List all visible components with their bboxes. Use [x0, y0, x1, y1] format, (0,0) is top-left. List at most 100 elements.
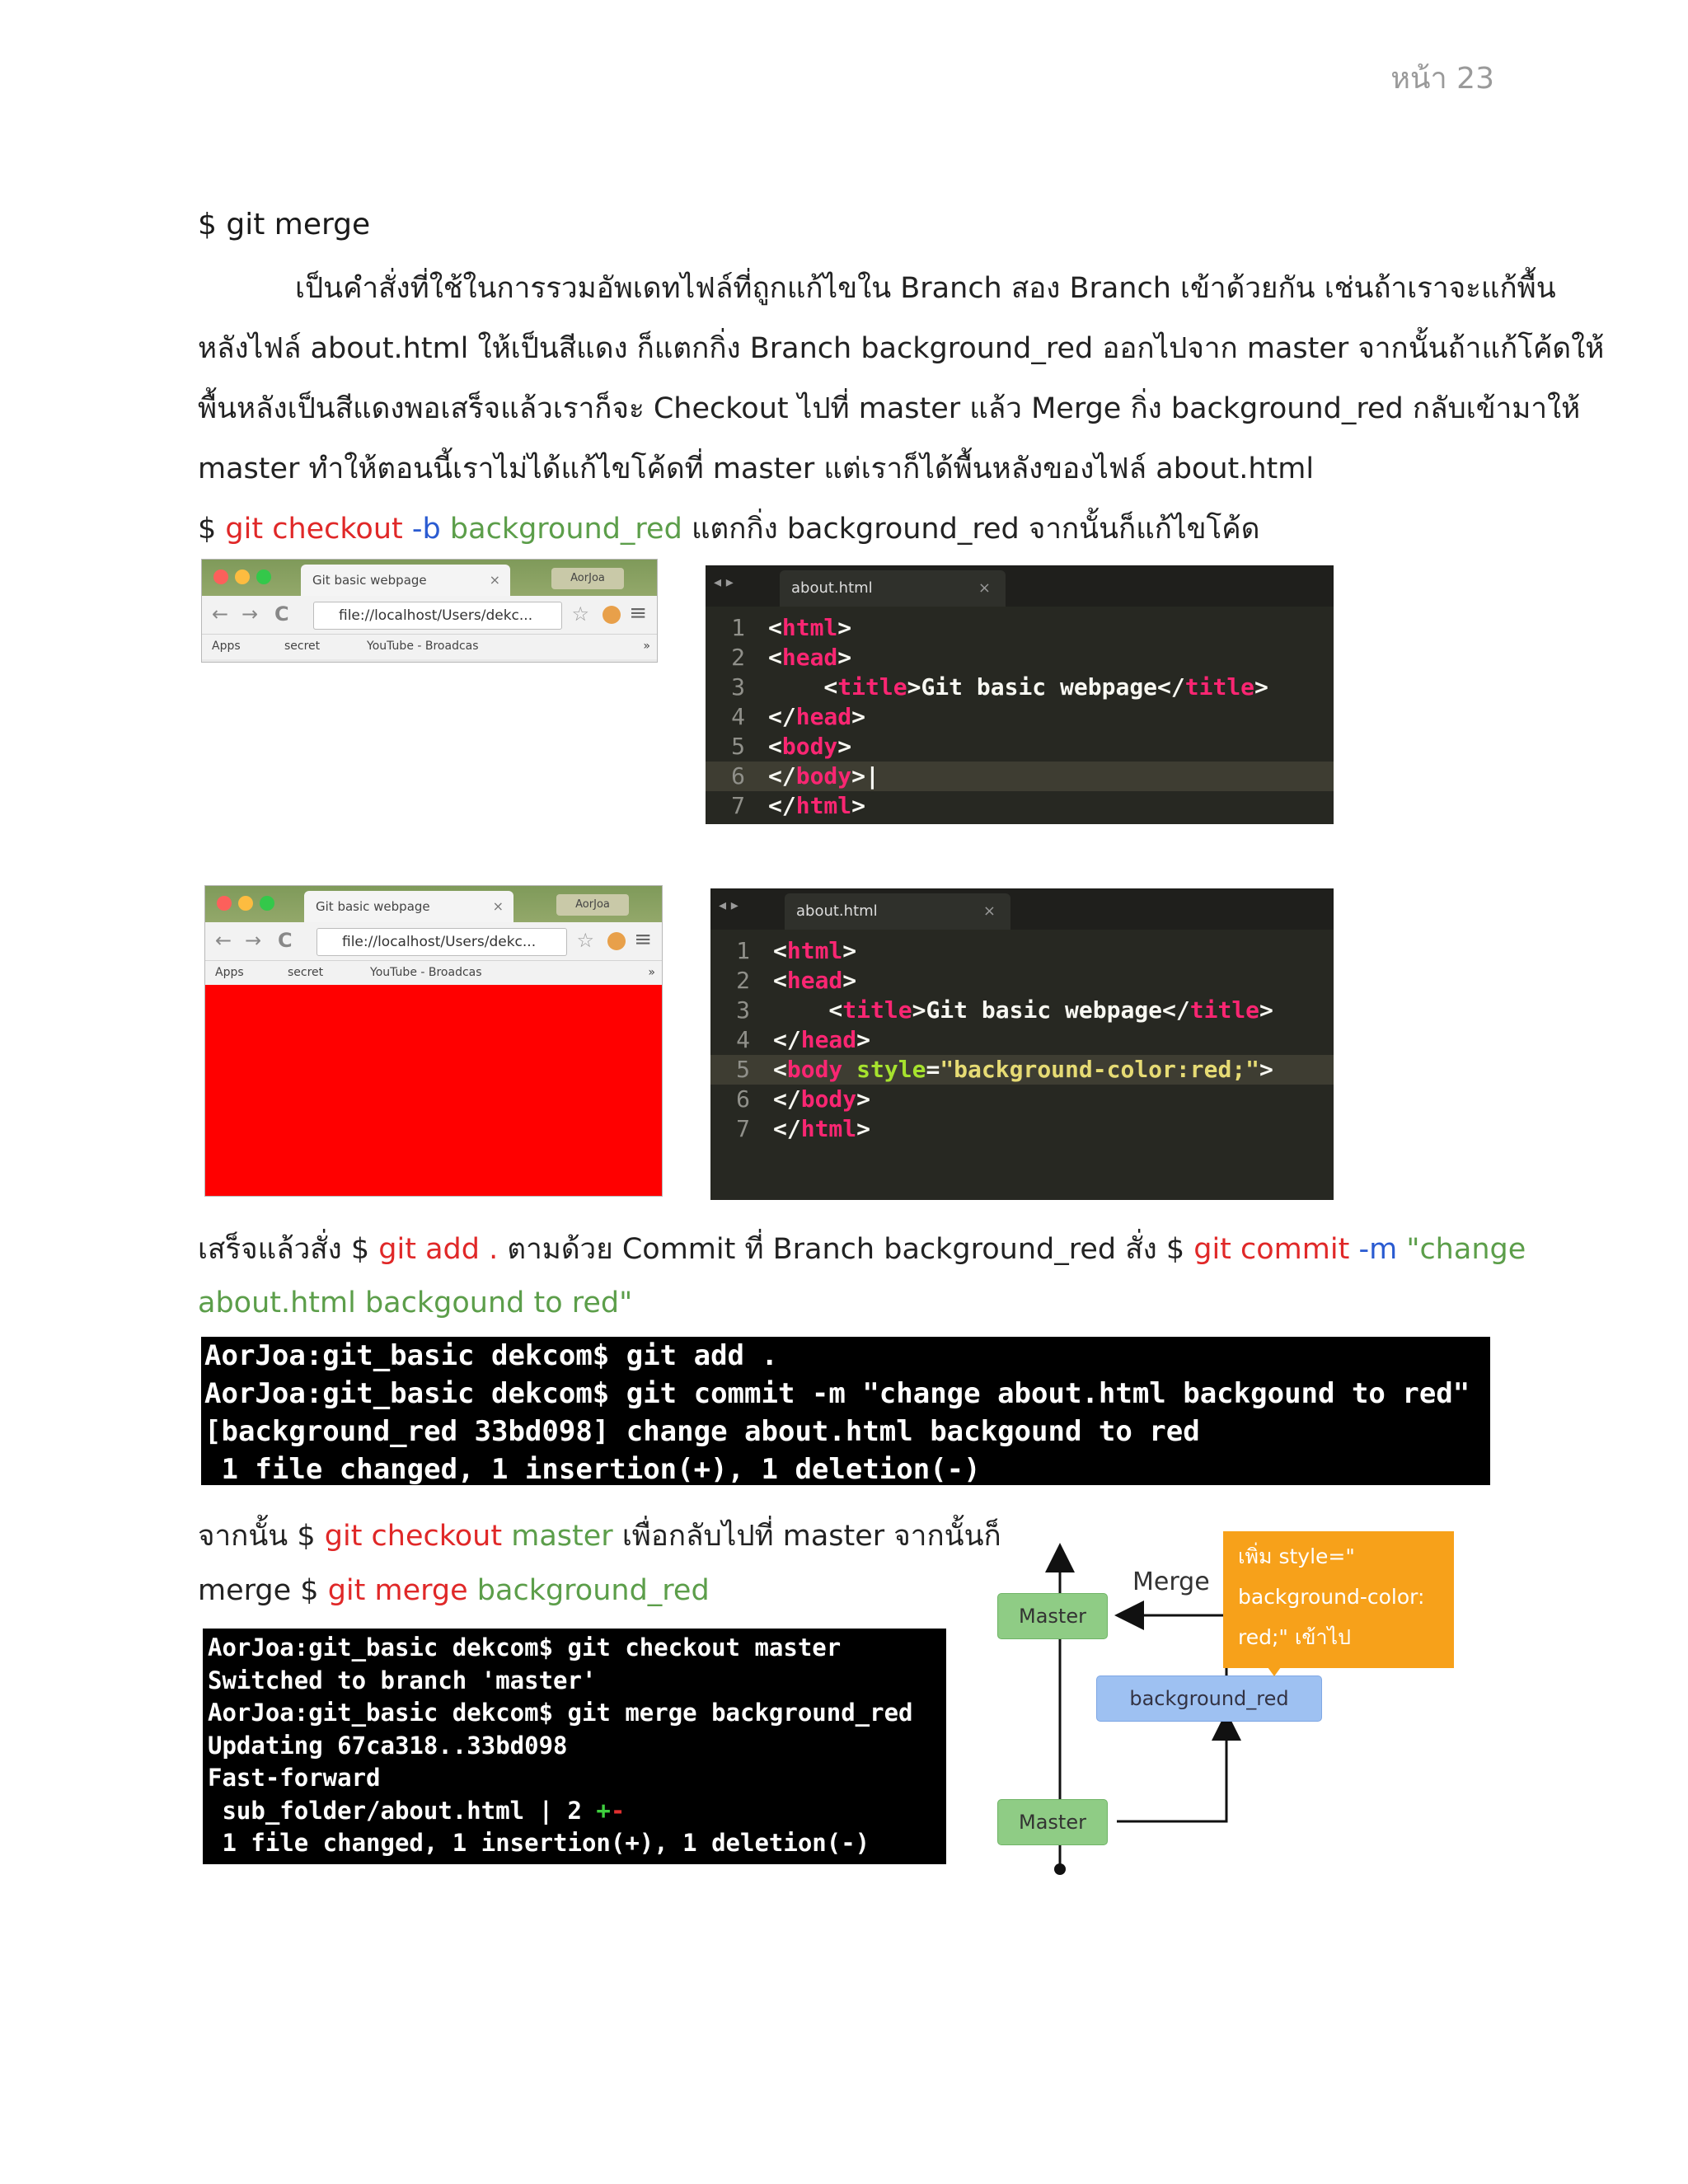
terminal-text: [background_red 33bd098] change about.ht… [204, 1415, 1200, 1448]
code-token: title [837, 673, 907, 701]
tab-nav-arrows-icon[interactable]: ◂ ▸ [719, 897, 738, 914]
terminal-line: [background_red 33bd098] change about.ht… [204, 1413, 1490, 1451]
menu-icon[interactable]: ≡ [634, 927, 652, 952]
editor-tab-filename: about.html [791, 579, 873, 597]
editor-tab-close-icon[interactable]: × [978, 579, 991, 597]
bookmark-youtube[interactable]: YouTube - Broadcas [370, 966, 482, 979]
terminal-text: Fast-forward [208, 1764, 381, 1792]
code-token [842, 1056, 856, 1083]
line-number: 2 [731, 644, 745, 671]
address-bar[interactable]: file://localhost/Users/dekc... [313, 602, 562, 630]
code-line: 5<body> [706, 732, 1334, 762]
code-token: </ [773, 1115, 801, 1142]
code-token: html [795, 792, 852, 819]
commit-message-end: about.html backgound to red" [198, 1286, 633, 1319]
code-token: title [1184, 673, 1255, 701]
editor-tab[interactable]: about.html × [785, 893, 1010, 930]
browser-titlebar: Git basic webpage × AorJoa [202, 560, 657, 596]
close-dot-icon[interactable] [217, 896, 232, 911]
bookmark-secret[interactable]: secret [284, 640, 321, 653]
text-segment: merge $ [198, 1574, 319, 1607]
code-token: < [768, 733, 782, 760]
note-line-3: red;" เข้าไป [1238, 1625, 1351, 1649]
code-token: head [781, 644, 838, 671]
browser-window-before: Git basic webpage × AorJoa ← → C file://… [201, 559, 658, 663]
browser-tab[interactable]: Git basic webpage × [301, 565, 510, 596]
editor-tab[interactable]: about.html × [780, 570, 1006, 607]
browser-tab[interactable]: Git basic webpage × [304, 891, 513, 922]
line-number: 6 [731, 762, 745, 790]
terminal-line: sub_folder/about.html | 2 +- [208, 1795, 946, 1828]
star-icon[interactable]: ☆ [571, 602, 589, 626]
code-token: </ [768, 703, 796, 730]
bookmark-apps[interactable]: Apps [212, 640, 241, 653]
master-node-bottom: Master [997, 1799, 1108, 1845]
star-icon[interactable]: ☆ [576, 929, 594, 952]
editor-tab-close-icon[interactable]: × [982, 902, 996, 920]
code-token: > [856, 1115, 871, 1142]
intro-line-4: master ทำให้ตอนนี้เราไม่ได้แก้ไขโค้ดที่ … [198, 452, 1315, 485]
extension-icon[interactable] [603, 606, 621, 624]
terminal-text: AorJoa:git_basic dekcom$ git merge backg… [208, 1699, 913, 1727]
code-line: 6</body>| [706, 762, 1334, 791]
bookmarks-more-icon[interactable]: » [643, 640, 650, 653]
bookmarks-bar: Apps secret YouTube - Broadcas » [202, 635, 657, 659]
code-line: 7</html> [706, 791, 1334, 821]
code-line: 6</body> [710, 1085, 1334, 1114]
maximize-dot-icon[interactable] [256, 569, 271, 584]
bookmark-youtube[interactable]: YouTube - Broadcas [367, 640, 479, 653]
maximize-dot-icon[interactable] [260, 896, 274, 911]
line-number: 2 [736, 967, 750, 994]
code-token: = [926, 1056, 940, 1083]
profile-button[interactable]: AorJoa [556, 894, 629, 916]
bookmarks-more-icon[interactable]: » [648, 966, 655, 979]
minimize-dot-icon[interactable] [235, 569, 250, 584]
line-number: 5 [736, 1056, 750, 1083]
close-dot-icon[interactable] [213, 569, 228, 584]
code-token: > [851, 703, 866, 730]
terminal-line: 1 file changed, 1 insertion(+), 1 deleti… [204, 1451, 1490, 1488]
code-token: < [773, 967, 787, 994]
intro-line-2: หลังไฟล์ about.html ให้เป็นสีแดง ก็แตกกิ… [198, 332, 1605, 365]
terminal-text: Updating 67ca318..33bd098 [208, 1731, 568, 1760]
code-token: < [773, 1056, 787, 1083]
text-segment: เสร็จแล้วสั่ง $ [198, 1233, 370, 1266]
git-checkout-cmd: git checkout [324, 1520, 503, 1553]
forward-icon[interactable]: → [241, 602, 259, 626]
terminal-line: Switched to branch 'master' [208, 1665, 946, 1698]
back-icon[interactable]: ← [212, 602, 229, 626]
tab-close-icon[interactable]: × [492, 898, 504, 914]
address-bar[interactable]: file://localhost/Users/dekc... [316, 928, 567, 956]
menu-icon[interactable]: ≡ [629, 601, 647, 626]
bookmark-secret[interactable]: secret [288, 966, 324, 979]
code-token: > [1259, 996, 1273, 1024]
line-number: 7 [736, 1115, 750, 1142]
reload-icon[interactable]: C [278, 929, 293, 952]
code-area[interactable]: 1<html>2<head>3 <title>Git basic webpage… [710, 930, 1334, 1144]
terminal-text: Switched to branch 'master' [208, 1666, 597, 1694]
code-token: body [800, 1085, 857, 1113]
code-token: > [1259, 1056, 1273, 1083]
line-number: 5 [731, 733, 745, 760]
code-token: </ [768, 792, 796, 819]
intro-line-1: เป็นคำสั่งที่ใช้ในการรวมอัพเดทไฟล์ที่ถูก… [295, 272, 1556, 305]
terminal-checkout-merge: AorJoa:git_basic dekcom$ git checkout ma… [203, 1629, 946, 1864]
code-area[interactable]: 1<html>2<head>3 <title>Git basic webpage… [706, 607, 1334, 821]
profile-button[interactable]: AorJoa [551, 568, 624, 589]
bookmark-apps[interactable]: Apps [215, 966, 244, 979]
tab-close-icon[interactable]: × [489, 572, 500, 588]
note-pointer [1261, 1658, 1287, 1676]
reload-icon[interactable]: C [274, 602, 289, 626]
tab-nav-arrows-icon[interactable]: ◂ ▸ [714, 574, 734, 591]
minimize-dot-icon[interactable] [238, 896, 253, 911]
terminal-line: AorJoa:git_basic dekcom$ git checkout ma… [208, 1632, 946, 1665]
terminal-text: sub_folder/about.html | 2 [208, 1796, 597, 1825]
checkout-cmd: git checkout [225, 513, 403, 546]
extension-icon[interactable] [607, 932, 626, 950]
code-line: 2<head> [710, 966, 1334, 996]
forward-icon[interactable]: → [245, 929, 262, 952]
checkout-master-instruction: จากนั้น $ git checkout master เพื่อกลับไ… [198, 1513, 1001, 1558]
back-icon[interactable]: ← [215, 929, 232, 952]
code-line: 1<html> [710, 936, 1334, 966]
code-token: > [837, 614, 852, 641]
